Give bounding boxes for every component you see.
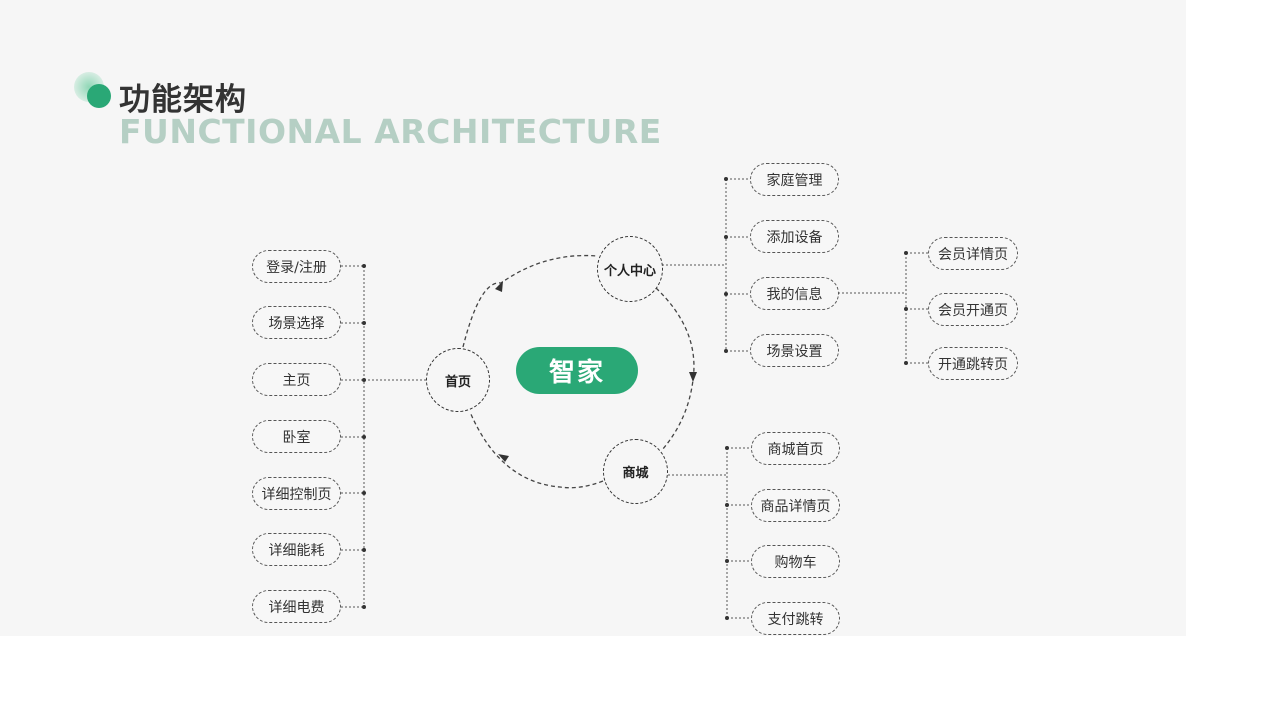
home-item: 详细电费 bbox=[252, 590, 341, 623]
home-item: 详细控制页 bbox=[252, 477, 341, 510]
arc-mall-home bbox=[469, 411, 604, 489]
personal-item: 我的信息 bbox=[750, 277, 839, 310]
info-item: 开通跳转页 bbox=[928, 347, 1018, 380]
mall-item: 商品详情页 bbox=[751, 489, 840, 522]
home-item: 主页 bbox=[252, 363, 341, 396]
arc-home-personal bbox=[462, 254, 598, 348]
center-node: 智家 bbox=[516, 347, 638, 394]
mall-item: 支付跳转 bbox=[751, 602, 840, 635]
home-item: 卧室 bbox=[252, 420, 341, 453]
page-subtitle: FUNCTIONAL ARCHITECTURE bbox=[119, 112, 662, 151]
arrow-3 bbox=[498, 454, 509, 462]
hub-personal: 个人中心 bbox=[597, 236, 663, 302]
page-title: 功能架构 bbox=[119, 82, 247, 118]
info-item: 会员开通页 bbox=[928, 293, 1018, 326]
home-item: 登录/注册 bbox=[252, 250, 341, 283]
personal-item: 家庭管理 bbox=[750, 163, 839, 196]
arrow-1 bbox=[495, 281, 503, 292]
home-item: 详细能耗 bbox=[252, 533, 341, 566]
info-item: 会员详情页 bbox=[928, 237, 1018, 270]
home-item: 场景选择 bbox=[252, 306, 341, 339]
mall-item: 购物车 bbox=[751, 545, 840, 578]
arc-personal-mall bbox=[655, 287, 695, 451]
hub-mall: 商城 bbox=[603, 439, 668, 504]
personal-item: 添加设备 bbox=[750, 220, 839, 253]
hub-home: 首页 bbox=[426, 348, 490, 412]
arrow-2 bbox=[689, 372, 697, 382]
mall-item: 商城首页 bbox=[751, 432, 840, 465]
green-dot-icon bbox=[87, 84, 111, 108]
personal-item: 场景设置 bbox=[750, 334, 839, 367]
